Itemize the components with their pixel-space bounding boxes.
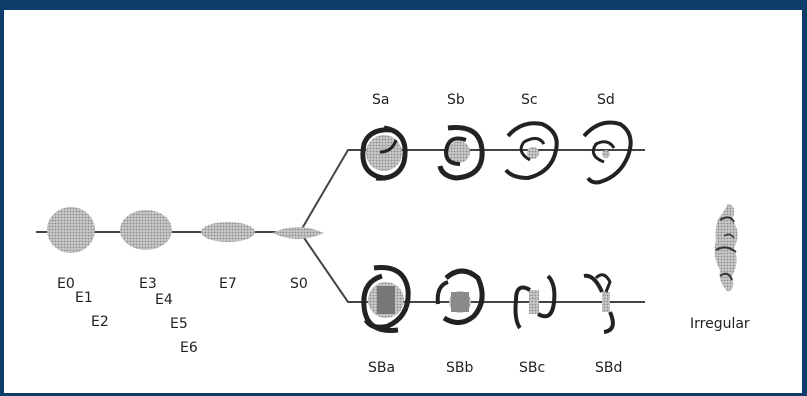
- label-sa: Sa: [372, 92, 389, 108]
- label-e3: E3: [139, 276, 157, 292]
- label-sbd: SBd: [595, 360, 622, 376]
- label-e4: E4: [155, 292, 173, 308]
- label-sbb: SBb: [446, 360, 473, 376]
- label-e0: E0: [57, 276, 75, 292]
- galaxy-sc: [504, 121, 559, 181]
- label-e2: E2: [91, 314, 109, 330]
- label-s0: S0: [290, 276, 308, 292]
- label-sc: Sc: [521, 92, 538, 108]
- galaxy-e7: [201, 222, 255, 242]
- fork-upper-branch: [299, 149, 645, 233]
- label-sba: SBa: [368, 360, 395, 376]
- galaxy-sd: [582, 120, 633, 185]
- galaxy-sbb: [435, 268, 485, 325]
- elliptical-galaxies: [47, 207, 324, 253]
- label-irregular: Irregular: [690, 316, 750, 332]
- spiral-galaxies: [360, 120, 633, 185]
- galaxy-e0: [47, 207, 95, 253]
- spiral-labels: Sa Sb Sc Sd: [372, 92, 615, 108]
- barred-spiral-galaxies: [361, 264, 615, 334]
- label-sd: Sd: [597, 92, 615, 108]
- galaxy-sbc: [513, 274, 557, 330]
- galaxy-sba: [361, 264, 411, 333]
- label-e7: E7: [219, 276, 237, 292]
- elliptical-labels: E0 E1 E2 E3 E4 E5 E6 E7: [57, 276, 237, 356]
- galaxy-s0: [272, 227, 324, 239]
- label-e6: E6: [180, 340, 198, 356]
- fork-lower-branch: [299, 231, 645, 303]
- galaxy-sb: [437, 124, 485, 181]
- label-e5: E5: [170, 316, 188, 332]
- label-sbc: SBc: [519, 360, 545, 376]
- galaxy-e3: [120, 210, 172, 250]
- galaxy-sbd: [583, 273, 615, 334]
- galaxy-sa: [360, 125, 408, 181]
- galaxy-irregular: [714, 204, 738, 292]
- barred-spiral-labels: SBa SBb SBc SBd: [368, 360, 622, 376]
- label-e1: E1: [75, 290, 93, 306]
- label-sb: Sb: [447, 92, 465, 108]
